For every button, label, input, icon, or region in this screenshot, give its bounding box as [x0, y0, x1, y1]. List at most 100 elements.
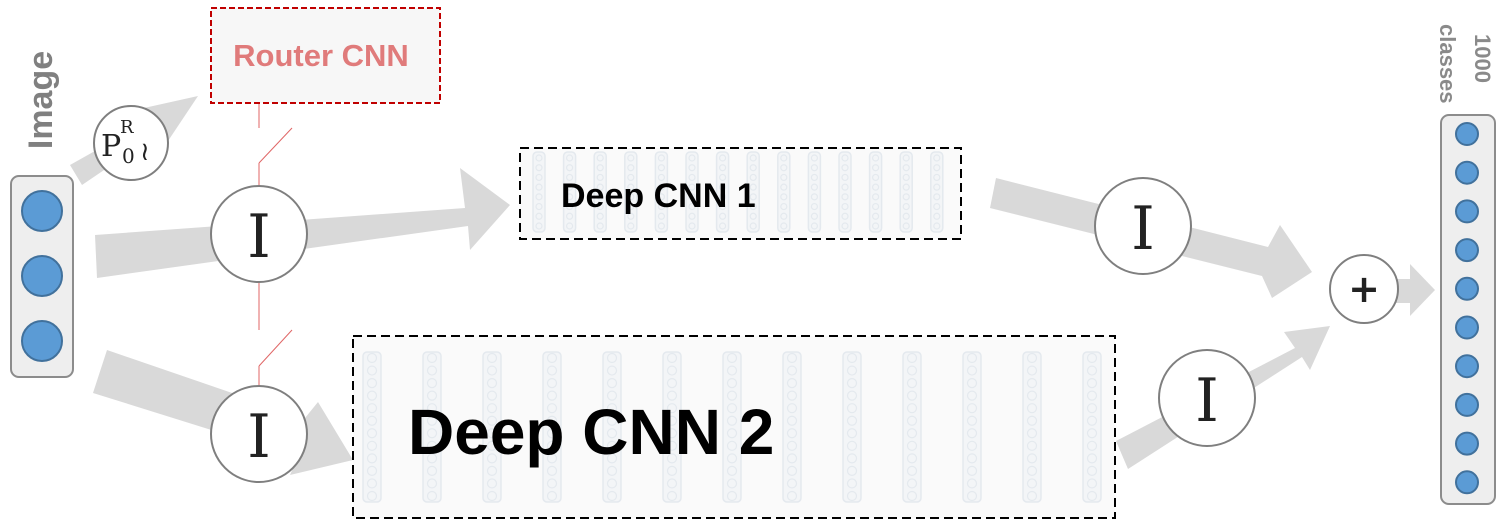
- layer-neuron: [546, 428, 558, 439]
- layer-column: [777, 151, 791, 233]
- input-image-vector: [10, 175, 74, 378]
- layer-neuron: [718, 222, 727, 230]
- layer-neuron: [780, 183, 788, 191]
- layer-neuron: [366, 365, 378, 376]
- layer-neuron: [933, 183, 941, 191]
- layer-neuron: [718, 164, 727, 172]
- layer-neuron: [606, 352, 618, 364]
- layer-neuron: [565, 154, 574, 162]
- layer-neuron: [841, 164, 849, 172]
- layer-neuron: [933, 154, 941, 162]
- layer-column: [715, 151, 730, 233]
- layer-neuron: [841, 212, 849, 220]
- layer-neuron: [565, 222, 574, 230]
- layer-neuron: [627, 202, 635, 211]
- layer-neuron: [906, 490, 918, 502]
- layer-neuron: [546, 403, 558, 414]
- layer-neuron: [871, 202, 880, 211]
- layer-neuron: [1086, 390, 1098, 401]
- layer-neuron: [780, 154, 788, 162]
- layer-neuron: [966, 415, 978, 426]
- deep-cnn-1: Deep CNN 1: [519, 147, 962, 240]
- output-label-count: 1000: [1470, 34, 1495, 83]
- layer-neuron: [810, 202, 819, 211]
- deep-cnn-1-layers: [532, 151, 944, 233]
- layer-neuron: [810, 193, 819, 201]
- gate-cnn2-output: I: [1158, 349, 1256, 447]
- layer-neuron: [627, 212, 635, 220]
- layer-neuron: [933, 173, 941, 182]
- layer-neuron: [426, 440, 438, 451]
- layer-neuron: [546, 352, 558, 364]
- layer-neuron: [933, 212, 941, 220]
- layer-neuron: [1026, 365, 1038, 376]
- layer-neuron: [1086, 440, 1098, 451]
- layer-neuron: [546, 490, 558, 502]
- layer-column: [807, 151, 822, 233]
- layer-neuron: [366, 390, 378, 401]
- layer-neuron: [535, 222, 543, 230]
- layer-neuron: [657, 164, 666, 172]
- layer-neuron: [565, 183, 574, 191]
- layer-neuron: [780, 164, 788, 172]
- layer-neuron: [1026, 490, 1038, 502]
- output-node: [1455, 354, 1479, 379]
- layer-neuron: [846, 465, 858, 477]
- layer-neuron: [535, 183, 543, 191]
- layer-neuron: [786, 377, 798, 389]
- output-node: [1455, 315, 1479, 340]
- layer-neuron: [871, 193, 880, 201]
- layer-neuron: [627, 173, 635, 182]
- layer-neuron: [841, 193, 849, 201]
- layer-neuron: [786, 365, 798, 376]
- layer-neuron: [666, 490, 678, 502]
- layer-neuron: [596, 154, 604, 162]
- layer-neuron: [688, 193, 696, 201]
- layer-neuron: [688, 183, 696, 191]
- layer-neuron: [846, 490, 858, 502]
- layer-neuron: [749, 202, 757, 211]
- layer-neuron: [780, 222, 788, 230]
- layer-neuron: [606, 440, 618, 451]
- layer-neuron: [846, 377, 858, 389]
- layer-neuron: [726, 428, 738, 439]
- layer-neuron: [966, 377, 978, 389]
- layer-neuron: [1026, 352, 1038, 364]
- layer-neuron: [426, 415, 438, 426]
- layer-neuron: [810, 212, 819, 220]
- layer-neuron: [966, 490, 978, 502]
- gate-symbol: I: [247, 402, 271, 472]
- layer-column: [362, 351, 382, 503]
- layer-neuron: [726, 365, 738, 376]
- layer-neuron: [786, 403, 798, 414]
- layer-neuron: [906, 478, 918, 489]
- layer-neuron: [933, 222, 941, 230]
- layer-neuron: [786, 390, 798, 401]
- layer-neuron: [426, 465, 438, 477]
- layer-neuron: [1026, 465, 1038, 477]
- layer-column: [542, 351, 562, 503]
- layer-neuron: [666, 352, 678, 364]
- layer-neuron: [871, 154, 880, 162]
- layer-neuron: [966, 453, 978, 464]
- layer-neuron: [726, 377, 738, 389]
- layer-neuron: [366, 415, 378, 426]
- layer-neuron: [688, 222, 696, 230]
- layer-neuron: [871, 164, 880, 172]
- layer-neuron: [486, 415, 498, 426]
- layer-column: [782, 351, 802, 503]
- output-class-vector: [1440, 114, 1496, 505]
- layer-neuron: [606, 478, 618, 489]
- layer-neuron: [666, 478, 678, 489]
- layer-neuron: [749, 183, 757, 191]
- layer-neuron: [666, 365, 678, 376]
- layer-neuron: [841, 222, 849, 230]
- layer-neuron: [688, 164, 696, 172]
- layer-neuron: [426, 453, 438, 464]
- deep-cnn-1-label: Deep CNN 1: [561, 177, 756, 215]
- plus-symbol: +: [1348, 267, 1380, 311]
- layer-column: [899, 151, 913, 233]
- layer-neuron: [1086, 453, 1098, 464]
- gate-symbol: I: [1131, 194, 1155, 264]
- layer-neuron: [486, 352, 498, 364]
